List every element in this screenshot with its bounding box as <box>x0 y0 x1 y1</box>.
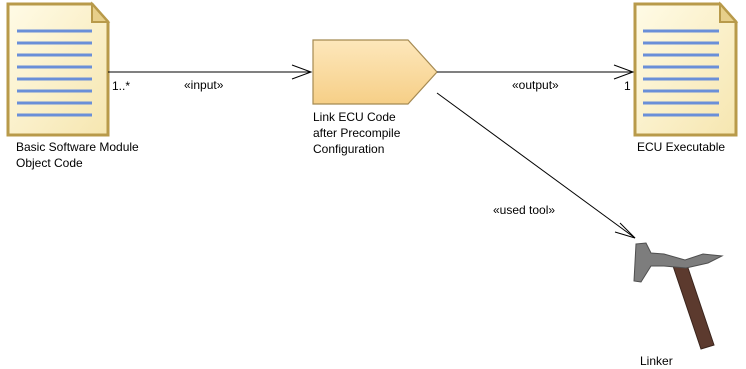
document-icon[interactable] <box>633 1 739 137</box>
task-label-line3: Configuration <box>313 142 385 156</box>
output-edge <box>437 64 635 80</box>
output-stereotype-label: «output» <box>512 78 559 92</box>
tool-label: Linker <box>640 354 673 368</box>
input-stereotype-label: «input» <box>184 78 224 92</box>
task-label-line1: Link ECU Code <box>313 110 396 124</box>
output-artifact-label: ECU Executable <box>637 140 726 154</box>
input-artifact-label-line2: Object Code <box>16 156 83 170</box>
hammer-icon[interactable] <box>633 242 724 350</box>
document-icon[interactable] <box>6 1 111 137</box>
tool-stereotype-label: «used tool» <box>493 203 556 217</box>
input-edge <box>108 64 313 80</box>
input-multiplicity-label: 1..* <box>112 79 131 93</box>
input-artifact-label-line1: Basic Software Module <box>16 140 139 154</box>
task-pentagon-icon[interactable] <box>312 39 438 105</box>
task-label-line2: after Precompile <box>313 126 401 140</box>
tool-edge <box>436 92 636 239</box>
output-multiplicity-label: 1 <box>624 79 631 93</box>
